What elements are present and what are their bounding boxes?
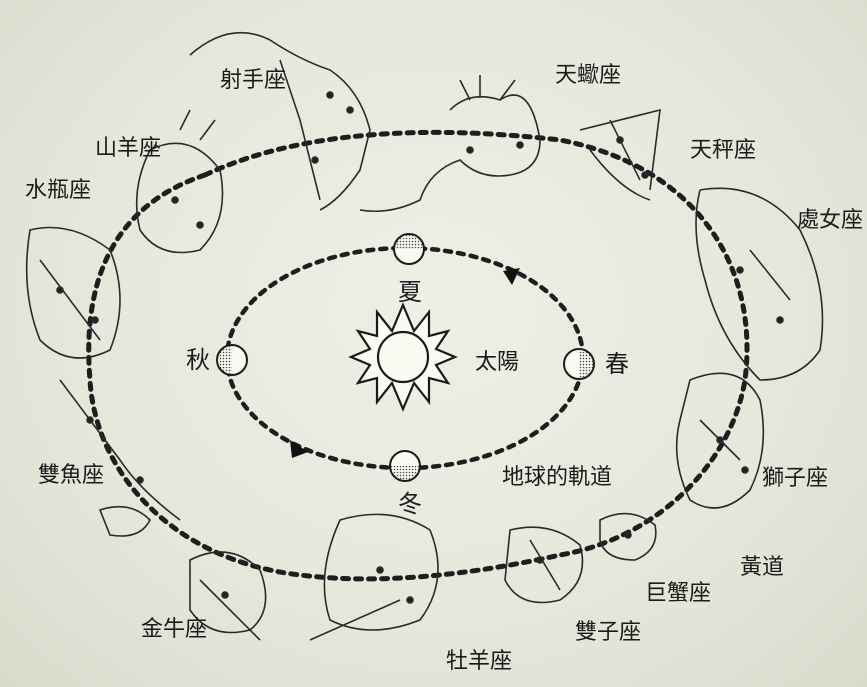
cancer-figure-icon [599,512,657,561]
earth-winter-icon [389,450,421,482]
label-sun: 太陽 [475,350,520,375]
label-virgo: 處女座 [797,208,864,233]
label-spring: 春 [605,350,629,378]
label-capricorn: 山羊座 [95,136,162,161]
label-summer: 夏 [398,278,422,306]
label-leo: 獅子座 [762,466,829,491]
label-sagittarius: 射手座 [220,68,287,93]
label-autumn: 秋 [186,346,210,374]
earth-spring-icon [563,348,595,380]
label-taurus: 金牛座 [141,617,208,642]
sagittarius-figure-icon [189,32,371,211]
ecliptic-path [86,129,750,582]
label-aquarius: 水瓶座 [25,178,92,203]
label-pisces: 雙魚座 [38,463,105,488]
label-ecliptic: 黃道 [740,555,785,580]
label-cancer: 巨蟹座 [645,581,712,606]
orbit-arrow-bottom [290,440,308,458]
gemini-figure-icon [504,526,584,604]
label-aries: 牡羊座 [446,649,513,674]
virgo-figure-icon [695,187,824,381]
label-earth-orbit: 地球的軌道 [502,465,613,490]
orbit-arrow-top [503,268,520,285]
sun-icon [348,302,458,412]
label-scorpio: 天蠍座 [555,63,622,88]
libra-figure-icon [579,108,661,201]
label-winter: 冬 [398,490,422,518]
label-gemini: 雙子座 [575,620,642,645]
capricorn-figure-icon [135,109,224,254]
aries-figure-icon [309,513,439,641]
pisces-figure-icon [59,379,181,537]
earth-summer-icon [393,233,425,265]
earth-autumn-icon [216,344,248,376]
scorpio-figure-icon [359,75,541,213]
label-libra: 天秤座 [690,138,757,163]
taurus-figure-icon [189,551,267,641]
leo-figure-icon [675,372,765,509]
aquarius-figure-icon [25,226,121,359]
